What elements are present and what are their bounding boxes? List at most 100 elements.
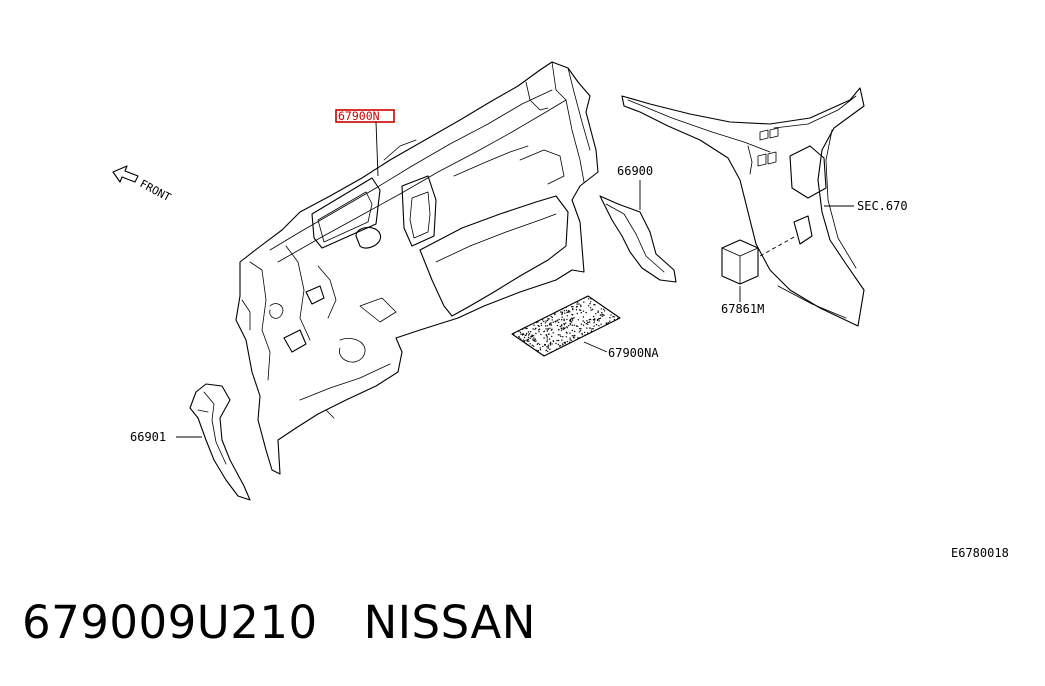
pad-texture-dot	[585, 323, 588, 325]
pad-texture-dot	[585, 311, 587, 314]
pad-texture-dot	[523, 340, 525, 343]
pad-texture-dot	[599, 317, 602, 319]
pad-texture-dot	[551, 328, 553, 330]
pad-texture-dot	[569, 332, 571, 334]
pad-texture-dot	[571, 329, 573, 332]
pad-texture-dot	[598, 318, 601, 320]
pad-texture-dot	[573, 317, 575, 319]
pad-texture-dot	[549, 344, 552, 346]
pad-texture-dot	[571, 306, 573, 308]
pad-texture-dot	[555, 342, 557, 345]
pad-texture-dot	[543, 320, 545, 323]
pad-texture-dot	[566, 340, 569, 343]
pad-texture-dot	[561, 325, 563, 327]
dash-insulator-panel	[235, 61, 599, 475]
pad-texture-dot	[557, 343, 560, 346]
pad-texture-dot	[546, 337, 548, 339]
pad-texture-dot	[551, 316, 553, 319]
pad-texture-dot	[538, 328, 541, 330]
pad-texture-dot	[551, 319, 553, 321]
pad-texture-dot	[573, 337, 575, 339]
pad-texture-dot	[545, 349, 547, 352]
pad-texture-dot	[549, 351, 552, 354]
pad-texture-dot	[593, 322, 595, 324]
pad-texture-dot	[526, 332, 528, 335]
callout-sec670: SEC.670	[857, 199, 908, 213]
pad-texture-dot	[561, 313, 563, 316]
pad-texture-dot	[588, 319, 590, 321]
pad-texture-dot	[534, 340, 536, 343]
pad-texture-dot	[569, 337, 571, 339]
side-insulator-lh	[189, 383, 251, 501]
pad-texture-dot	[566, 332, 568, 334]
pad-texture-dot	[607, 322, 609, 324]
pad-texture-dot	[563, 323, 565, 325]
pad-texture-dot	[579, 330, 582, 332]
pad-texture-dot	[547, 350, 549, 353]
pad-texture-dot	[568, 341, 571, 343]
pad-texture-dot	[612, 316, 614, 318]
pad-texture-dot	[519, 331, 522, 334]
pad-texture-dot	[539, 349, 542, 351]
pad-texture-dot	[538, 331, 540, 333]
pad-texture-dot	[597, 311, 599, 314]
pad-texture-dot	[561, 312, 563, 315]
pad-texture-dot	[591, 308, 594, 311]
pad-texture-dot	[527, 336, 530, 339]
pad-texture-dot	[537, 342, 539, 345]
pad-texture-dot	[583, 297, 585, 299]
pad-texture-dot	[526, 327, 528, 330]
pad-texture-dot	[587, 298, 590, 300]
pad-texture-dot	[589, 303, 591, 305]
pad-texture-dot	[598, 320, 600, 322]
pad-texture-dot	[546, 340, 548, 343]
pad-texture-dot	[554, 313, 556, 316]
pad-texture-dot	[520, 338, 522, 340]
pad-texture-dot	[577, 325, 579, 327]
pad-texture-dot	[556, 339, 558, 342]
pad-texture-dot	[533, 337, 535, 339]
pad-texture-dot	[569, 320, 572, 323]
pad-texture-dot	[540, 322, 542, 325]
pad-texture-dot	[584, 334, 586, 336]
pad-texture-dot	[574, 330, 576, 333]
pad-texture-dot	[589, 321, 591, 323]
pad-texture-dot	[524, 339, 526, 342]
pad-texture-dot	[566, 315, 568, 317]
pad-texture-dot	[557, 339, 560, 342]
pad-texture-dot	[559, 325, 561, 328]
drawing-number: E6780018	[951, 546, 1009, 560]
pad-texture-dot	[532, 345, 535, 347]
pad-texture-dot	[518, 336, 520, 338]
pad-texture-dot	[580, 309, 582, 311]
pad-texture-dot	[569, 339, 571, 341]
pad-texture-dot	[570, 339, 572, 341]
pad-texture-dot	[579, 328, 581, 330]
pad-texture-dot	[542, 345, 544, 348]
pad-texture-dot	[533, 335, 535, 337]
pad-texture-dot	[593, 325, 595, 327]
pad-texture-dot	[542, 319, 544, 321]
pad-texture-dot	[580, 304, 582, 306]
pad-texture-dot	[546, 316, 548, 318]
pad-texture-dot	[592, 318, 595, 321]
pad-texture-dot	[590, 298, 592, 300]
pad-texture-dot	[552, 332, 554, 334]
pad-texture-dot	[578, 303, 580, 305]
pad-texture-dot	[547, 318, 549, 320]
pad-texture-dot	[558, 345, 561, 347]
pad-texture-dot	[576, 301, 579, 303]
pad-texture-dot	[557, 321, 560, 324]
pad-texture-dot	[550, 322, 552, 324]
pad-texture-dot	[589, 307, 592, 309]
pad-texture-dot	[596, 319, 599, 321]
pad-texture-dot	[535, 340, 537, 342]
pad-texture-dot	[560, 327, 562, 329]
pad-texture-dot	[564, 327, 566, 329]
pad-texture-dot	[591, 328, 593, 330]
pad-texture-dot	[582, 324, 585, 326]
pad-texture-dot	[535, 321, 538, 324]
pad-texture-dot	[566, 311, 568, 314]
pad-texture-dot	[547, 347, 549, 349]
